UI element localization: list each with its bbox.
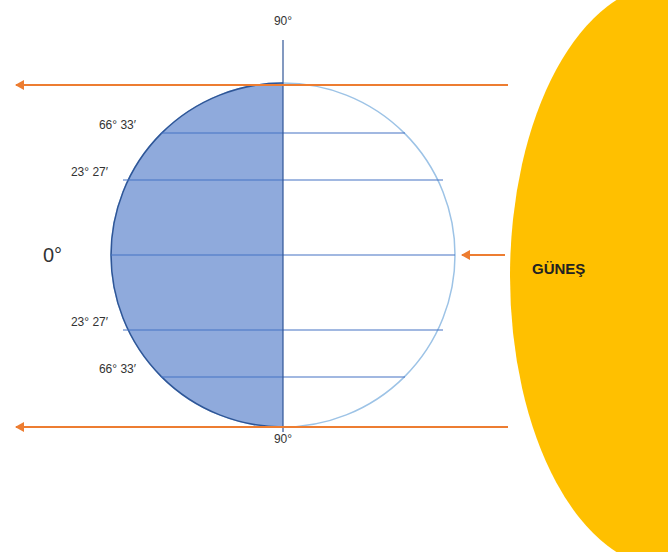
latitude-label: 23° 27′: [71, 166, 108, 179]
latitude-label: 23° 27′: [71, 316, 108, 329]
pole-label: 90°: [274, 433, 292, 446]
sun-rays: [16, 85, 508, 427]
latitude-label: 0°: [43, 244, 62, 266]
pole-label: 90°: [274, 15, 292, 28]
sun-label: GÜNEŞ: [532, 260, 585, 277]
latitude-label: 66° 33′: [99, 119, 136, 132]
sun-shape: GÜNEŞ: [510, 0, 668, 552]
latitude-label: 66° 33′: [99, 363, 136, 376]
axis-line: [282, 40, 283, 432]
